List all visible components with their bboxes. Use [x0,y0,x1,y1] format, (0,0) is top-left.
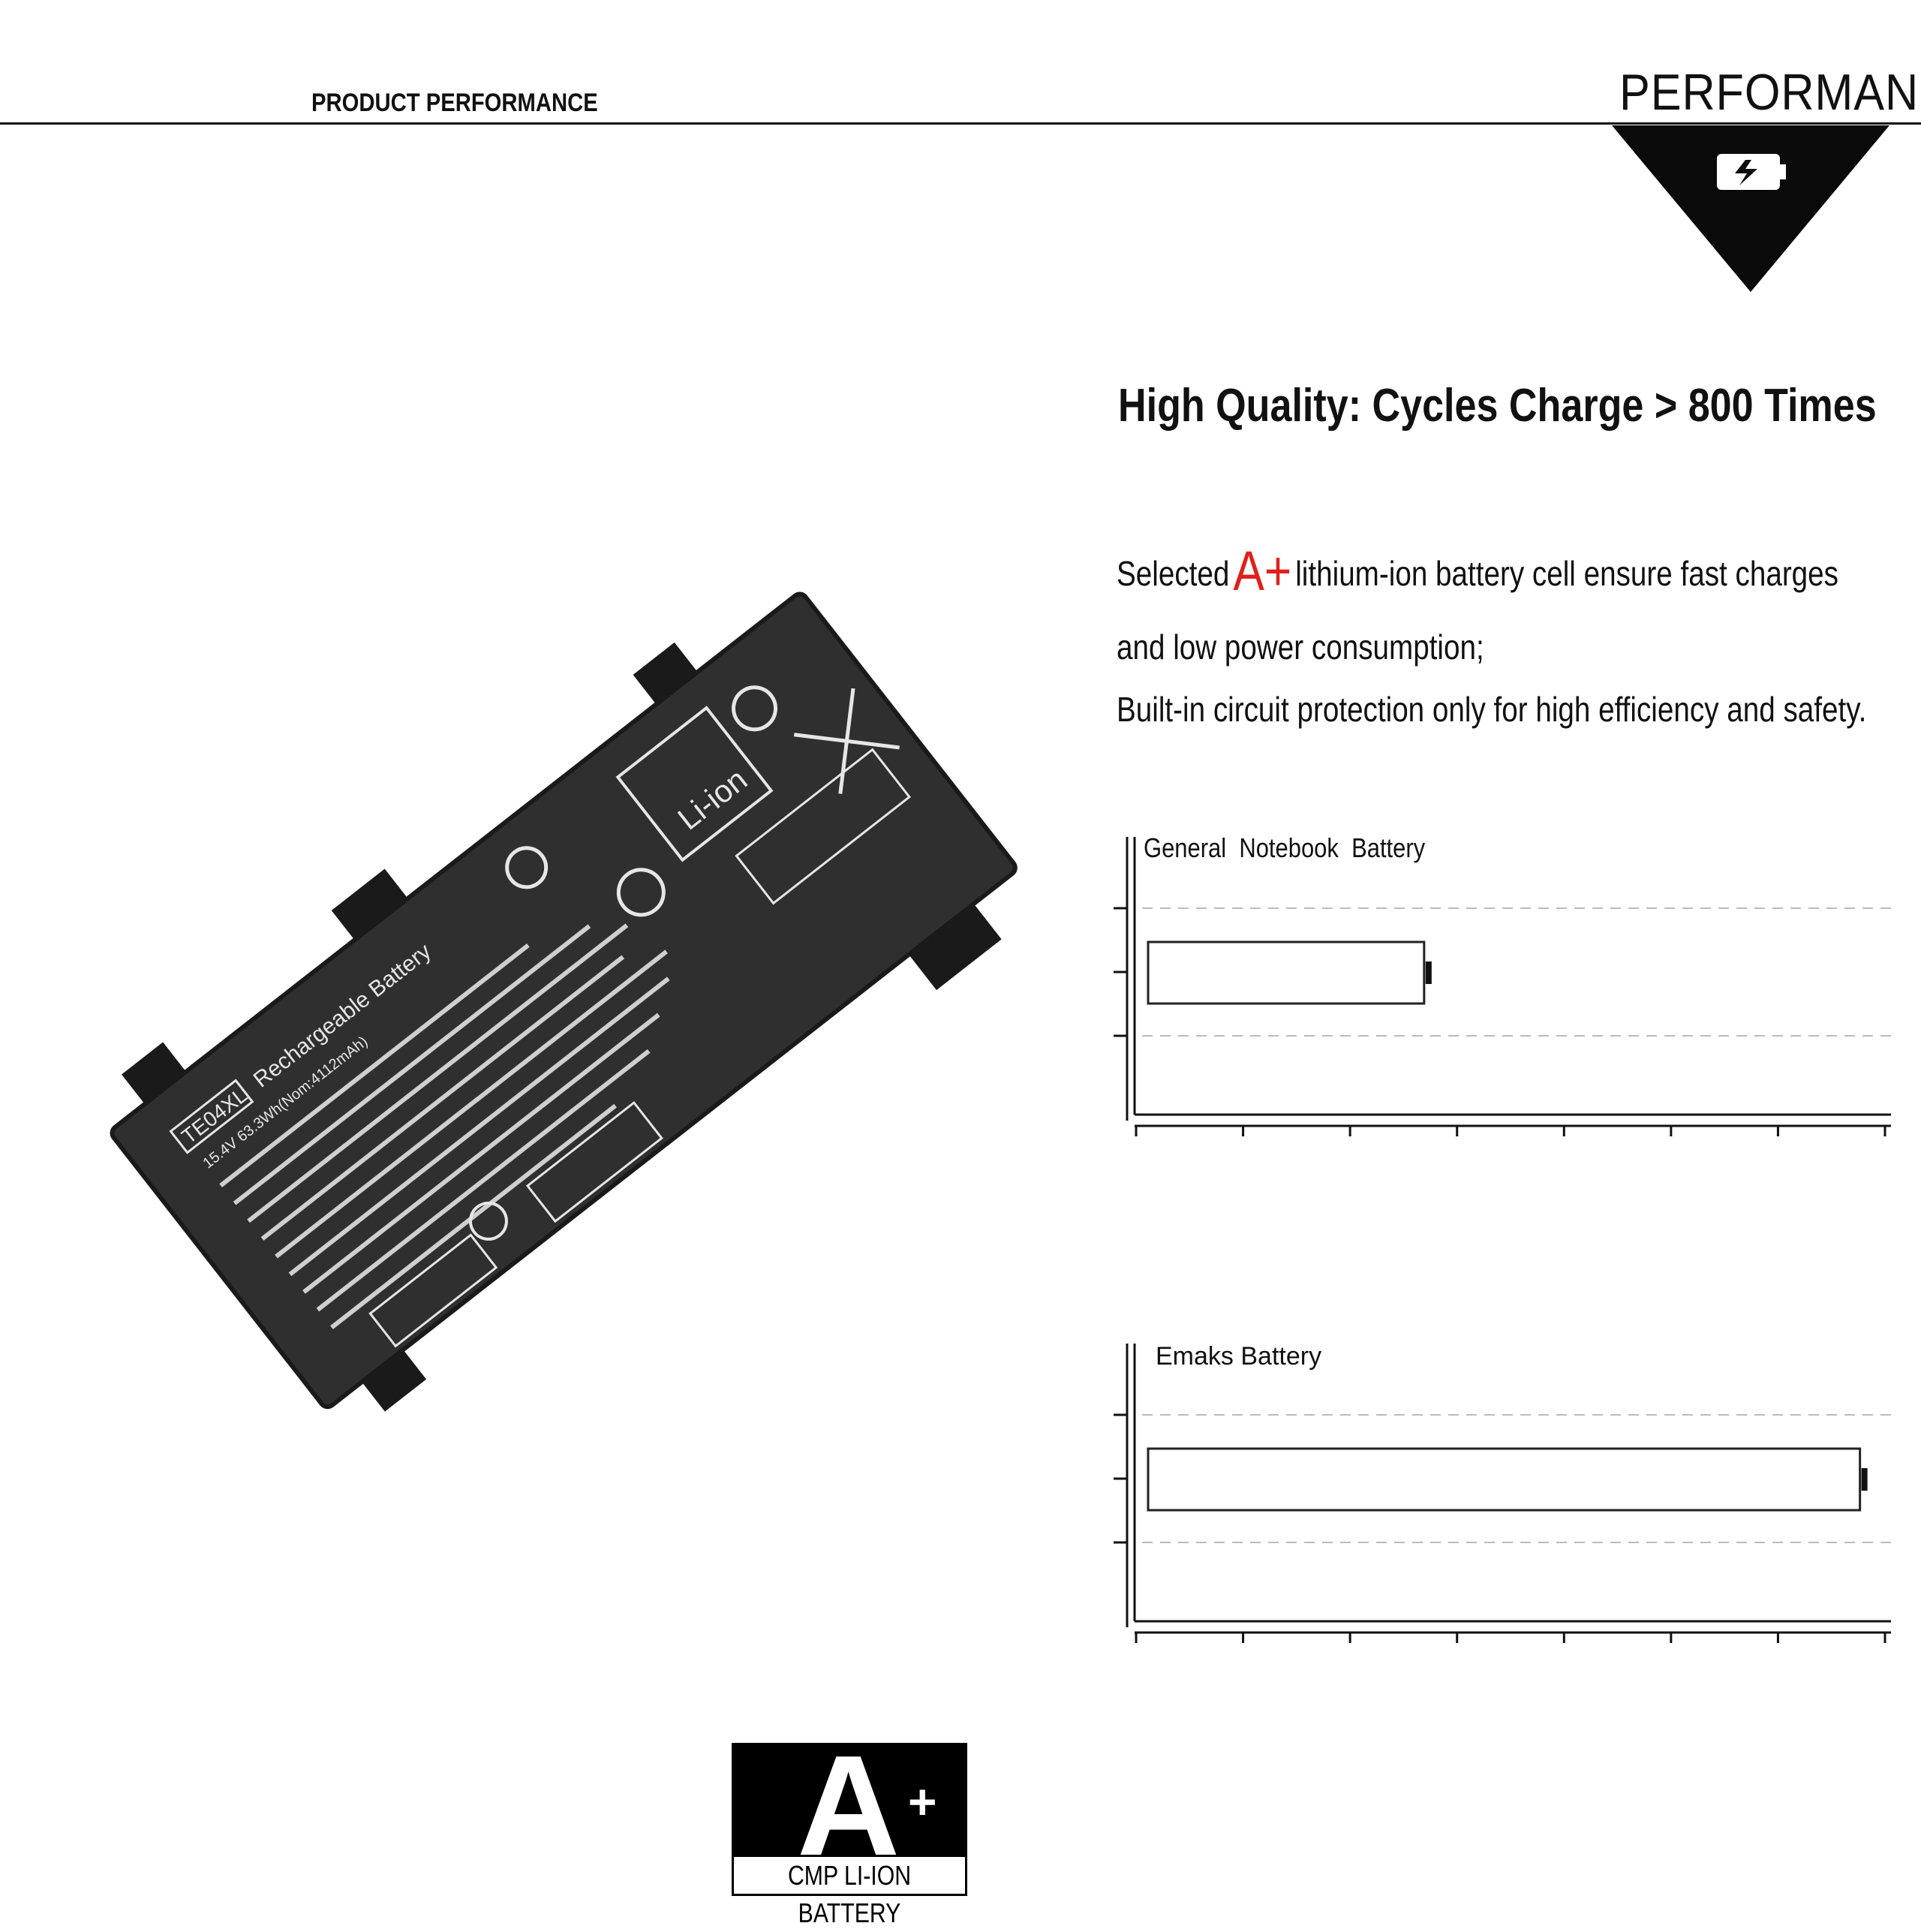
pct-mark-icon [732,685,778,732]
chart-emaks-svg [1114,1344,1891,1643]
battery-bar [1147,940,1426,1005]
logo-plus: + [908,1774,937,1829]
chart-general-notebook: General Notebook Battery [1103,829,1898,1152]
battery-bar [1147,1447,1862,1512]
description-rest: lithium-ion battery cell ensure fast cha… [1295,554,1838,593]
logo-caption-text: CMP LI-ION BATTERY [787,1860,912,1928]
description-line-1: SelectedA+lithium-ion battery cell ensur… [1117,539,1838,603]
performance-title: PERFORMANCE [1619,64,1921,121]
bar-outline [1147,940,1426,1005]
series-label-general: General Notebook Battery [1144,832,1426,863]
logo-grade: A [797,1726,900,1885]
chart-emaks: Emaks Battery [1103,1336,1898,1659]
battery-charging-icon [1717,154,1786,190]
safety-mark-icon [505,846,549,889]
logo-caption: CMP LI-ION BATTERY [734,1855,965,1928]
chart-general-svg [1114,837,1891,1136]
bar-outline [1147,1447,1862,1512]
battery-photo: TE04XL Rechargeable Battery 15.4V 63.3Wh… [110,591,1018,1412]
aplus-logo: A + CMP LI-ION BATTERY [732,1735,967,1928]
kc-mark-icon [468,1201,508,1241]
recycle-icon [615,706,774,862]
ce-mark-icon [616,868,666,917]
bar-terminal [1861,1468,1868,1491]
description-lead: Selected [1117,554,1230,593]
headline: High Quality: Cycles Charge > 800 Times [1118,380,1877,432]
series-label-emaks: Emaks Battery [1156,1342,1322,1371]
aplus-highlight: A+ [1233,540,1292,602]
section-label: PRODUCT PERFORMANCE [311,89,598,117]
performance-badge [1612,125,1889,292]
description-line-3: Built-in circuit protection only for hig… [1117,690,1867,729]
header-rule [0,122,1921,125]
description-line-2: and low power consumption; [1117,627,1484,667]
bar-terminal [1425,961,1432,984]
